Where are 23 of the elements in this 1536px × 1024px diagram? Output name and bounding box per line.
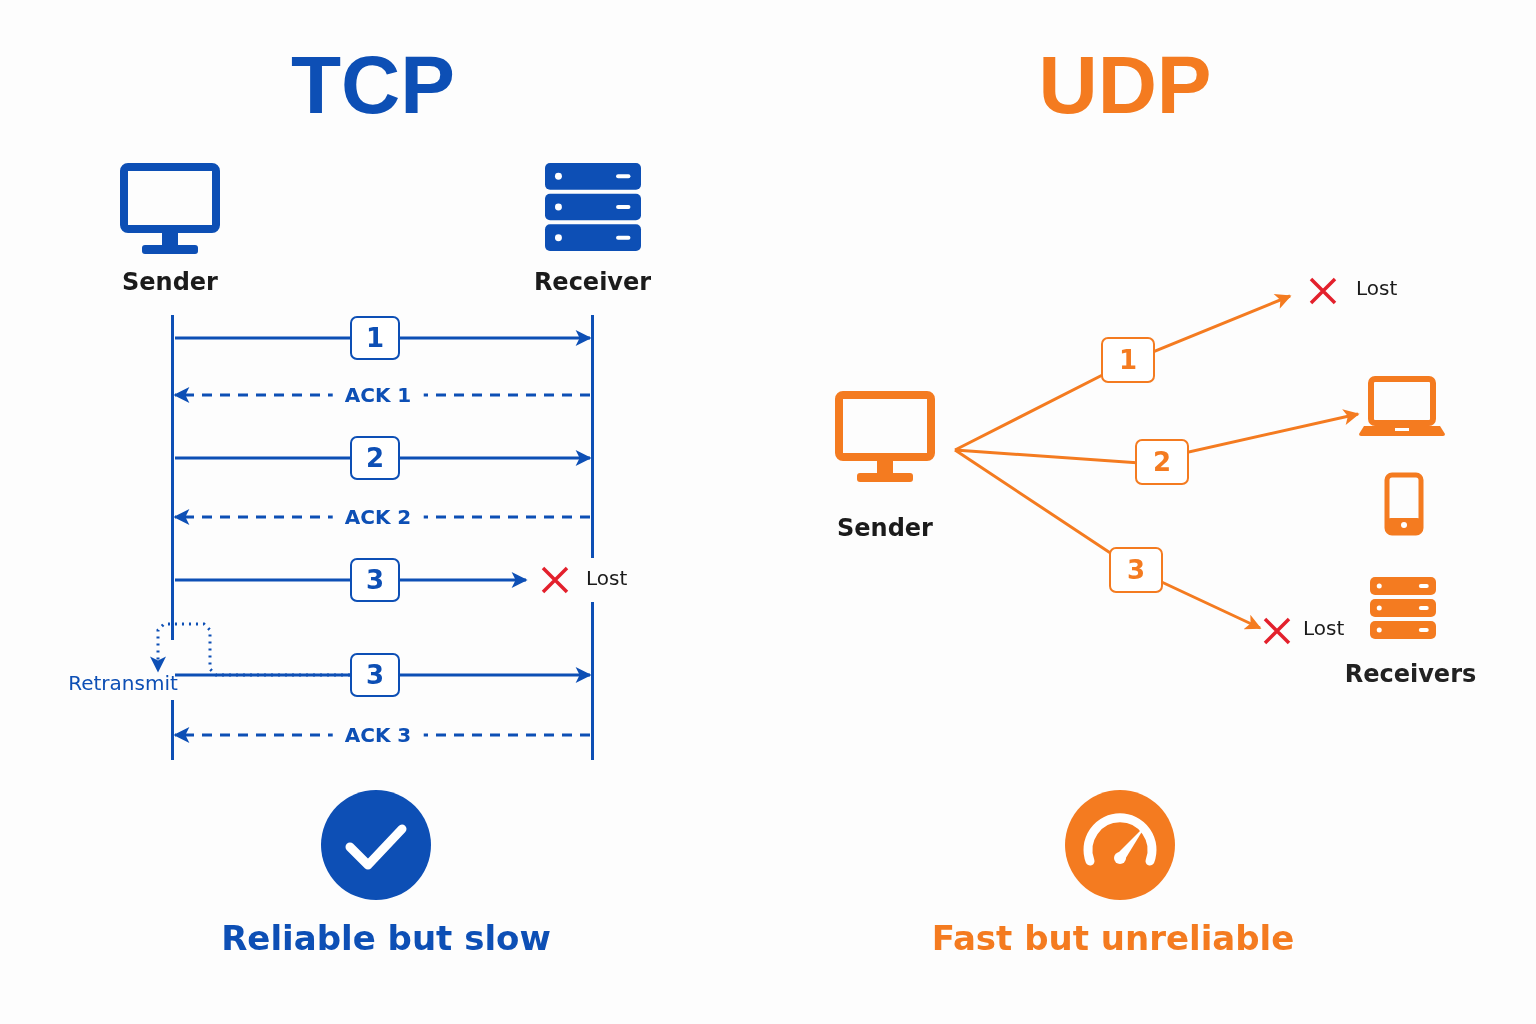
device-label: Receiver [532, 268, 653, 296]
packet-number: 2 [1135, 439, 1189, 485]
packet-number: 2 [350, 436, 400, 480]
packet-number: 3 [1109, 547, 1163, 593]
packet-number: 1 [350, 316, 400, 360]
summary-text: Fast but unreliable [931, 918, 1295, 958]
device-label: Sender [836, 514, 934, 542]
arrow [175, 450, 592, 466]
summary-text: Reliable but slow [221, 918, 551, 958]
arrow [175, 667, 592, 683]
annotation-text: Retransmit [67, 671, 179, 695]
packet-number: 3 [350, 558, 400, 602]
status-label: Lost [586, 566, 628, 590]
status-label: Lost [1356, 276, 1398, 300]
packet-number: 3 [350, 653, 400, 697]
group-label: Receivers [1343, 660, 1478, 688]
device-label: Sender [121, 268, 219, 296]
section-heading: UDP [1038, 38, 1212, 132]
arrow [175, 330, 592, 346]
status-label: Lost [1303, 616, 1345, 640]
section-heading: TCP [291, 38, 455, 132]
arrow [150, 622, 350, 677]
packet-number: 1 [1101, 337, 1155, 383]
